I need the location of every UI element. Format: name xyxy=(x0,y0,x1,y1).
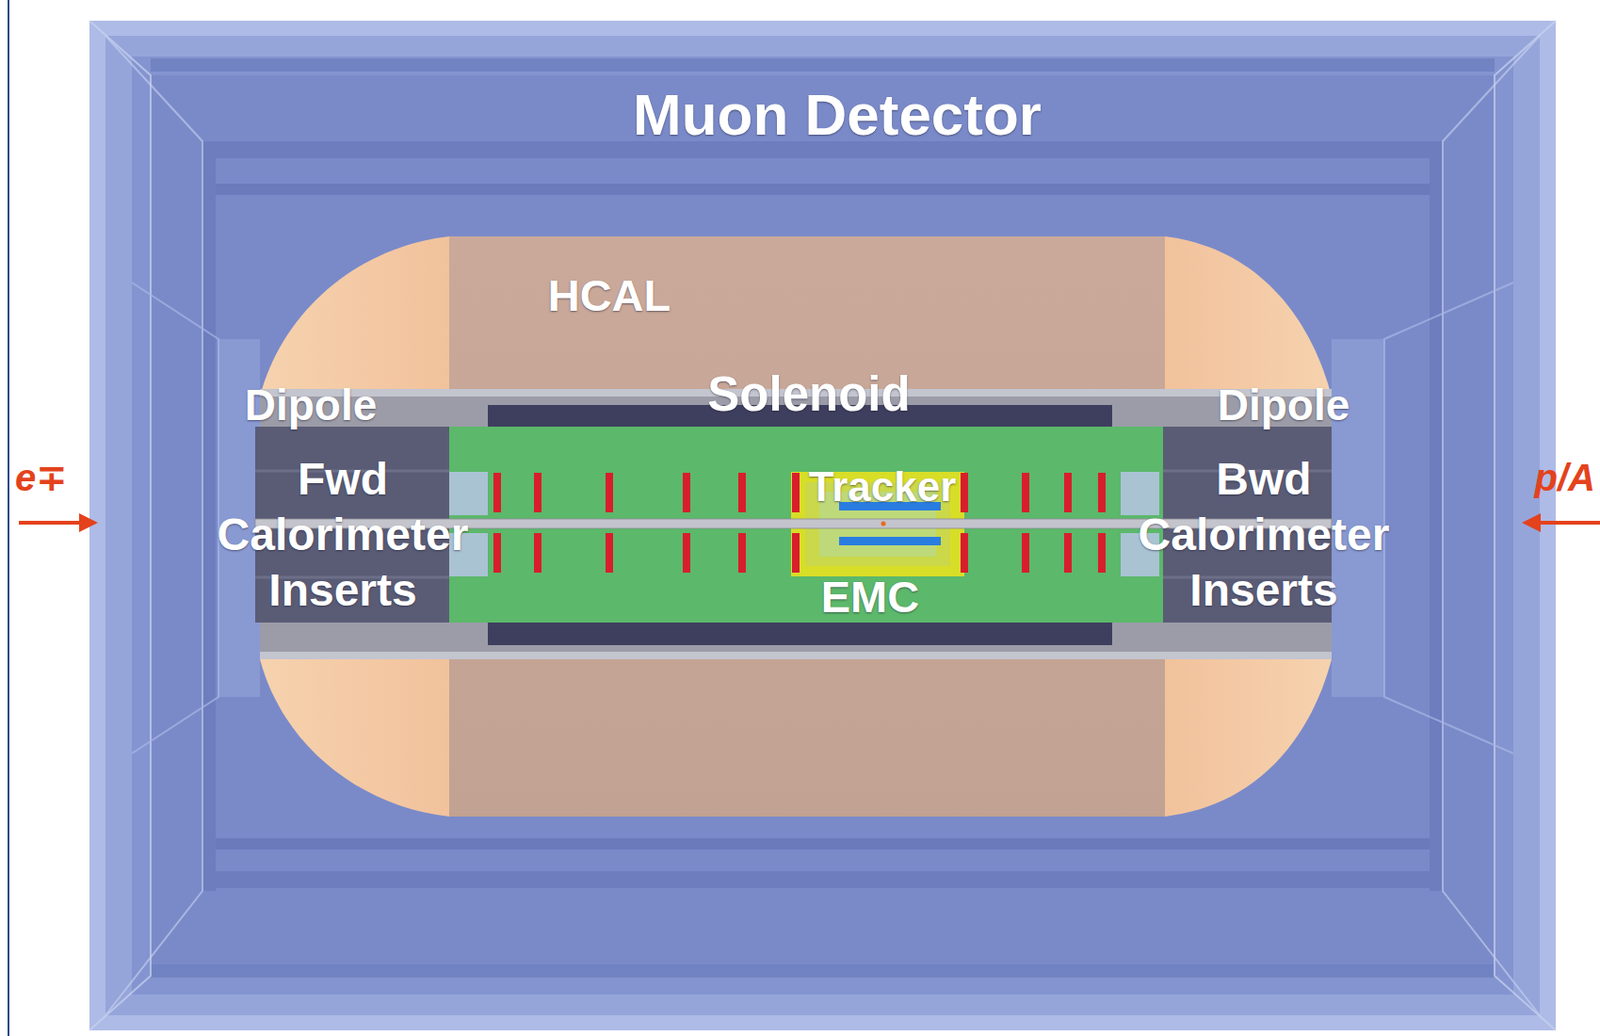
muon-stripe xyxy=(1429,141,1443,891)
tracking-disk xyxy=(682,533,691,573)
arrow-head xyxy=(1521,513,1541,533)
muon-bevel xyxy=(89,20,151,1031)
dipole-band: Dipole xyxy=(1212,374,1357,437)
muon-stripe xyxy=(202,871,1443,889)
part-label: Bwd Calorimeter Inserts xyxy=(1127,451,1401,618)
part-label: Tracker xyxy=(808,463,957,512)
beam-particle-label: p/A xyxy=(1535,455,1596,500)
part-label: Dipole xyxy=(244,380,378,431)
part-label: Dipole xyxy=(1217,380,1351,431)
tracking-disk xyxy=(791,472,800,513)
tracker-volume: Tracker xyxy=(791,457,965,577)
muon-bevel xyxy=(1442,35,1540,1016)
tracking-disk xyxy=(493,533,502,573)
tracking-disk xyxy=(1098,472,1106,513)
vertex-layer xyxy=(839,536,941,546)
tracking-disk xyxy=(682,472,691,513)
tracking-disk xyxy=(738,472,746,513)
endcap-detector xyxy=(449,471,488,516)
tracking-disk xyxy=(493,472,502,513)
tracking-disk xyxy=(1098,533,1106,573)
band-edge xyxy=(259,651,1332,660)
solenoid-coil xyxy=(487,622,1113,646)
tracking-disk xyxy=(533,472,542,513)
beam-arrow xyxy=(18,520,83,525)
muon-bevel xyxy=(1384,282,1514,754)
part-label: Fwd Calorimeter Inserts xyxy=(206,451,480,618)
calorimeter-insert: Fwd Calorimeter Inserts xyxy=(200,445,485,624)
tracking-disk xyxy=(960,533,969,573)
tracking-disk xyxy=(1021,533,1030,573)
beam-particle-label: e∓ xyxy=(15,455,68,500)
solenoid-band: Solenoid xyxy=(696,361,922,429)
muon-layer xyxy=(150,75,1495,976)
muon-detector-layers xyxy=(89,20,1556,1031)
muon-detector: Muon DetectorHCAL Dipole Solenoid DipoleFwd… xyxy=(89,20,1556,1031)
muon-layer xyxy=(105,35,1540,1016)
part-label: EMC xyxy=(821,571,920,623)
muon-stripe xyxy=(202,838,1443,850)
muon-layer xyxy=(131,56,1514,995)
tracking-disk xyxy=(1021,472,1030,513)
muon-stripe xyxy=(150,58,1495,72)
beam-arrow xyxy=(1536,520,1600,525)
tracking-disk xyxy=(533,533,542,573)
muon-layer xyxy=(89,20,1556,1031)
tracking-disk xyxy=(1064,472,1072,513)
tracking-disk xyxy=(960,472,969,513)
arrow-head xyxy=(79,513,98,533)
dipole-band-shape xyxy=(259,622,1332,654)
dipole-band: Dipole xyxy=(239,374,384,437)
muon-bevel xyxy=(131,282,219,754)
muon-stripe xyxy=(202,141,216,891)
muon-stripe xyxy=(202,183,1443,195)
muon-stripe xyxy=(150,964,1495,978)
part-label: Solenoid xyxy=(707,367,910,423)
calorimeter-insert: Bwd Calorimeter Inserts xyxy=(1121,445,1407,624)
part-label: HCAL xyxy=(548,270,672,322)
muon-bevel xyxy=(1494,20,1556,1031)
tracking-disk xyxy=(1064,533,1072,573)
emc-barrel: EMC Tracker xyxy=(449,426,1164,629)
muon-bevel xyxy=(105,35,203,1016)
tracking-disk xyxy=(605,533,614,573)
interaction-point xyxy=(881,521,887,527)
tracking-disk xyxy=(791,533,800,573)
tracking-disk xyxy=(605,472,614,513)
tracking-disk xyxy=(738,533,746,573)
part-label: Muon Detector xyxy=(632,80,1042,148)
endcap-detector xyxy=(1120,471,1160,516)
hcal-region: HCAL Dipole Solenoid DipoleFwd Calorimeter … xyxy=(200,236,1407,817)
page-border xyxy=(7,0,10,1036)
